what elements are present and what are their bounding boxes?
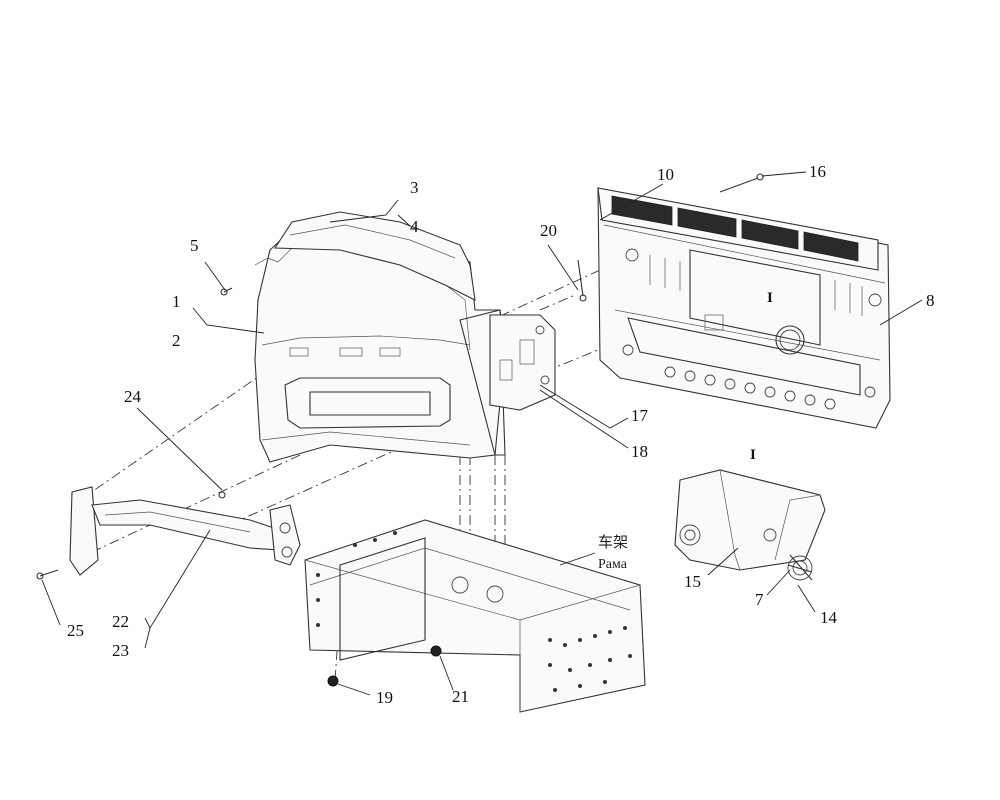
- bolt-25: [36, 569, 59, 580]
- bolt-16: [719, 173, 764, 193]
- support-arm: [69, 486, 301, 576]
- callout-14: 14: [820, 608, 838, 627]
- grille-strip: [597, 187, 879, 271]
- callout-20: 20: [540, 221, 557, 240]
- detail-marker-view: I: [750, 447, 756, 463]
- callout-5: 5: [190, 236, 199, 255]
- callout-3: 3: [410, 178, 419, 197]
- callout-17: 17: [631, 406, 649, 425]
- callout-16: 16: [809, 162, 826, 181]
- callout-2: 2: [172, 331, 181, 350]
- detail-view-i: [674, 469, 826, 581]
- frame-label-russian: Рама: [598, 557, 628, 572]
- callout-labels: 1 2 3 4 5 7 8 10 14 15 16 17 18 19 20 21…: [67, 162, 935, 707]
- callout-10: 10: [657, 165, 674, 184]
- bolt-24: [218, 491, 226, 499]
- callout-21: 21: [452, 687, 469, 706]
- callout-7: 7: [755, 590, 764, 609]
- vent-slots: [649, 255, 863, 316]
- callout-18: 18: [631, 442, 648, 461]
- callout-25: 25: [67, 621, 84, 640]
- callout-1: 1: [172, 292, 181, 311]
- bolt-20: [577, 259, 587, 302]
- callout-15: 15: [684, 572, 701, 591]
- bumper-upper-cover: [274, 211, 476, 301]
- detail-i-ring: [775, 325, 805, 355]
- callout-4: 4: [410, 217, 419, 236]
- callout-8: 8: [926, 291, 935, 310]
- callout-19: 19: [376, 688, 393, 707]
- callout-23: 23: [112, 641, 129, 660]
- frame-label-chinese: 车架: [598, 533, 628, 551]
- nut-21: [430, 645, 442, 657]
- lower-louvers: [664, 366, 836, 410]
- frame-holes: [316, 531, 632, 692]
- vehicle-frame: [304, 519, 646, 713]
- mounting-bracket: [489, 314, 556, 411]
- detail-marker-panel: I: [767, 290, 773, 306]
- leader-lines: [41, 171, 923, 696]
- callout-22: 22: [112, 612, 129, 631]
- screw-5: [220, 287, 233, 296]
- nut-19: [327, 675, 339, 687]
- callout-24: 24: [124, 387, 142, 406]
